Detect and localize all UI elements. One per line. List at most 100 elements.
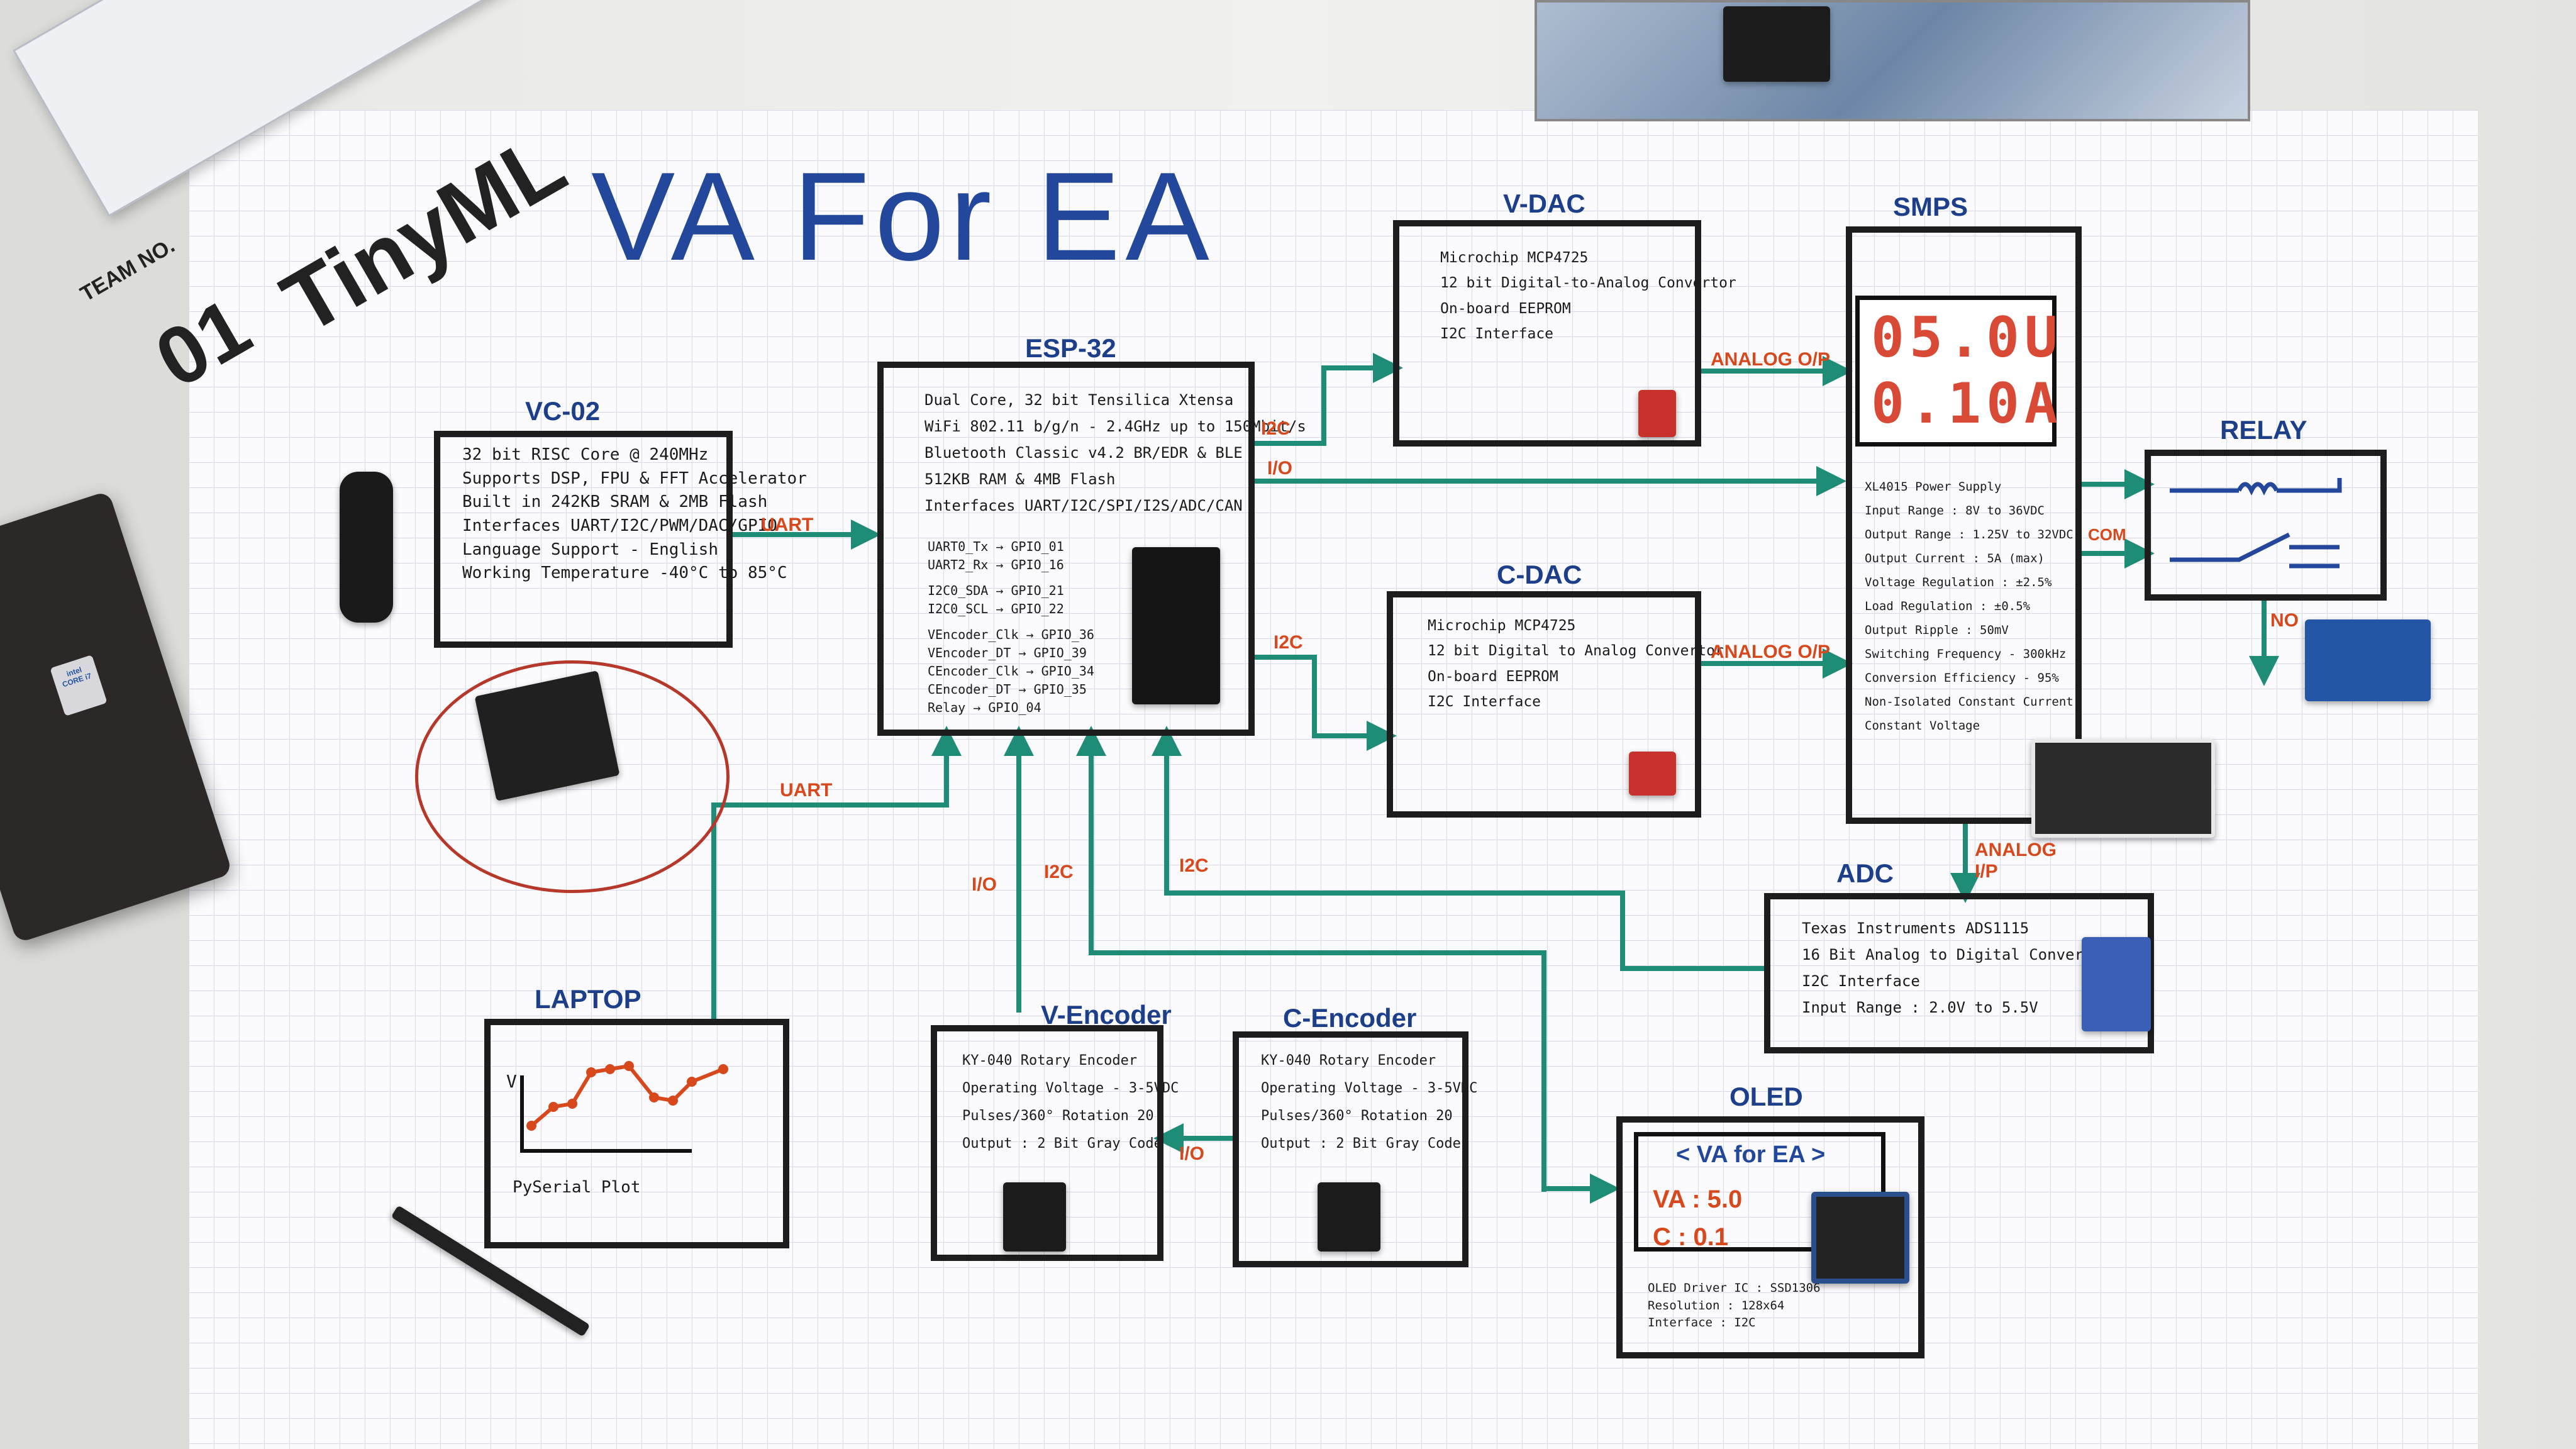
vencoder-line: Output : 2 Bit Gray Code bbox=[962, 1136, 1162, 1152]
esp32-pin: UART2_Rx → GPIO_16 bbox=[928, 557, 1064, 572]
signal-i2c-vdac: I2C bbox=[1261, 418, 1291, 439]
oled-specs: OLED Driver IC : SSD1306 Resolution : 12… bbox=[1648, 1280, 1821, 1332]
smps-specs: XL4015 Power Supply Input Range : 8V to … bbox=[1865, 475, 2080, 738]
vdac-line: 12 bit Digital-to-Analog Convertor bbox=[1440, 275, 1736, 292]
cencoder-box bbox=[1233, 1031, 1468, 1267]
smps-line: Non-Isolated Constant Current, bbox=[1865, 695, 2081, 709]
vencoder-module-photo bbox=[1003, 1182, 1066, 1252]
laptop-title: LAPTOP bbox=[535, 984, 641, 1014]
vc02-line: 32 bit RISC Core @ 240MHz bbox=[462, 445, 709, 464]
esp32-pin: CEncoder_DT → GPIO_35 bbox=[928, 682, 1087, 697]
signal-no: NO bbox=[2270, 610, 2299, 631]
smps-line: XL4015 Power Supply bbox=[1865, 480, 2002, 494]
wire-adc-esp32 bbox=[1152, 726, 1764, 971]
signal-io-smps: I/O bbox=[1267, 458, 1293, 479]
smps-display-frame bbox=[1855, 296, 2057, 447]
cdac-line: I2C Interface bbox=[1428, 693, 1541, 710]
smps-line: Load Regulation : ±0.5% bbox=[1865, 599, 2031, 613]
cencoder-specs: KY-040 Rotary Encoder Operating Voltage … bbox=[1261, 1047, 1477, 1158]
pyserial-plot-label: PySerial Plot bbox=[513, 1178, 641, 1197]
cdac-box bbox=[1387, 591, 1701, 818]
oled-module-photo bbox=[1811, 1192, 1909, 1284]
esp32-line: Dual Core, 32 bit Tensilica Xtensa bbox=[924, 391, 1234, 409]
cencoder-module-photo bbox=[1318, 1182, 1380, 1252]
smps-line: Constant Voltage bbox=[1865, 719, 1980, 733]
oled-title: OLED bbox=[1729, 1082, 1803, 1111]
smps-voltage-display: 05.0U bbox=[1871, 305, 2063, 370]
speaker-photo bbox=[340, 472, 393, 623]
prototype-board bbox=[1535, 0, 2250, 121]
smps-line: Conversion Efficiency - 95% bbox=[1865, 671, 2059, 685]
vc02-line: Language Support - English bbox=[462, 540, 718, 559]
cdac-line: 12 bit Digital to Analog Convertor bbox=[1428, 643, 1724, 660]
smps-current-display: 0.10A bbox=[1871, 371, 2063, 436]
cdac-title: C-DAC bbox=[1497, 560, 1582, 589]
cencoder-title: C-Encoder bbox=[1283, 1003, 1417, 1033]
vencoder-line: Operating Voltage - 3-5VDC bbox=[962, 1080, 1179, 1096]
signal-uart-vc02: UART bbox=[761, 514, 814, 535]
adc-module-photo bbox=[2082, 937, 2151, 1031]
relay-symbol bbox=[2170, 478, 2342, 569]
smps-line: Input Range : 8V to 36VDC bbox=[1865, 504, 2045, 518]
smps-line: Output Range : 1.25V to 32VDC bbox=[1865, 528, 2074, 541]
cdac-module-photo bbox=[1629, 752, 1676, 796]
esp32-box bbox=[877, 362, 1255, 736]
vdac-line: On-board EEPROM bbox=[1440, 300, 1571, 317]
vdac-specs: Microchip MCP4725 12 bit Digital-to-Anal… bbox=[1440, 245, 1736, 347]
adc-line: Texas Instruments ADS1115 bbox=[1802, 919, 2029, 937]
oled-va-value: VA : 5.0 bbox=[1653, 1185, 1743, 1213]
adc-line: Input Range : 2.0V to 5.5V bbox=[1802, 999, 2038, 1016]
vc02-line: Working Temperature -40°C to 85°C bbox=[462, 564, 787, 583]
vc02-title: VC-02 bbox=[525, 396, 601, 426]
cencoder-line: Operating Voltage - 3-5VDC bbox=[1261, 1080, 1478, 1096]
wire-esp32-vdac bbox=[1252, 353, 1403, 446]
signal-uart-laptop: UART bbox=[780, 780, 833, 801]
adc-specs: Texas Instruments ADS1115 16 Bit Analog … bbox=[1802, 915, 2111, 1021]
signal-io-cenc: I/O bbox=[1179, 1143, 1205, 1164]
vdac-line: I2C Interface bbox=[1440, 325, 1554, 342]
esp32-pin: I2C0_SCL → GPIO_22 bbox=[928, 601, 1064, 616]
relay-box bbox=[2145, 450, 2387, 601]
esp-module-photo bbox=[1723, 6, 1830, 82]
vc02-specs: 32 bit RISC Core @ 240MHz Supports DSP, … bbox=[462, 443, 807, 586]
esp32-title: ESP-32 bbox=[1025, 333, 1116, 363]
esp32-pin: VEncoder_DT → GPIO_39 bbox=[928, 645, 1087, 660]
cencoder-line: Output : 2 Bit Gray Code bbox=[1261, 1136, 1461, 1152]
esp32-line: Bluetooth Classic v4.2 BR/EDR & BLE bbox=[924, 444, 1243, 462]
vencoder-box bbox=[931, 1025, 1163, 1261]
smps-line: Output Current : 5A (max) bbox=[1865, 552, 2045, 565]
esp32-pin: Relay → GPIO_04 bbox=[928, 700, 1041, 715]
vc02-line: Interfaces UART/I2C/PWM/DAC/GPIO bbox=[462, 516, 777, 536]
laptop-box bbox=[484, 1019, 789, 1248]
adc-title: ADC bbox=[1836, 858, 1894, 888]
smps-module-photo bbox=[2031, 739, 2215, 838]
smps-line: Voltage Regulation : ±2.5% bbox=[1865, 575, 2052, 589]
esp32-board-photo bbox=[1132, 547, 1220, 704]
vencoder-title: V-Encoder bbox=[1041, 1000, 1172, 1030]
vc02-line: Built in 242KB SRAM & 2MB Flash bbox=[462, 492, 768, 512]
vdac-module-photo bbox=[1638, 390, 1676, 437]
signal-i2c-oled: I2C bbox=[1044, 862, 1074, 882]
esp32-specs: Dual Core, 32 bit Tensilica Xtensa WiFi … bbox=[924, 387, 1306, 519]
signal-io-venc: I/O bbox=[972, 874, 997, 895]
diagram-title: VA For EA bbox=[591, 147, 1214, 287]
relay-module-photo bbox=[2305, 619, 2431, 701]
signal-analog-op-vdac: ANALOG O/P bbox=[1711, 349, 1831, 370]
adc-line: I2C Interface bbox=[1802, 972, 1920, 990]
vc02-line: Supports DSP, FPU & FFT Accelerator bbox=[462, 469, 807, 488]
signal-com: COM bbox=[2088, 525, 2126, 544]
signal-i2c-adc: I2C bbox=[1179, 855, 1209, 876]
cencoder-line: KY-040 Rotary Encoder bbox=[1261, 1053, 1436, 1069]
plot-y-axis-label: V bbox=[506, 1071, 517, 1092]
smps-line: Switching Frequency - 300kHz bbox=[1865, 647, 2067, 661]
oled-box bbox=[1616, 1116, 1924, 1358]
vc02-box bbox=[434, 431, 733, 648]
cdac-specs: Microchip MCP4725 12 bit Digital to Anal… bbox=[1428, 613, 1724, 714]
oled-header: < VA for EA > bbox=[1676, 1141, 1826, 1168]
vencoder-specs: KY-040 Rotary Encoder Operating Voltage … bbox=[962, 1047, 1179, 1158]
esp32-pin: VEncoder_Clk → GPIO_36 bbox=[928, 627, 1094, 642]
oled-line: OLED Driver IC : SSD1306 bbox=[1648, 1281, 1821, 1295]
oled-line: Resolution : 128x64 bbox=[1648, 1298, 1785, 1313]
signal-analog-ip: ANALOG I/P bbox=[1975, 840, 2057, 882]
